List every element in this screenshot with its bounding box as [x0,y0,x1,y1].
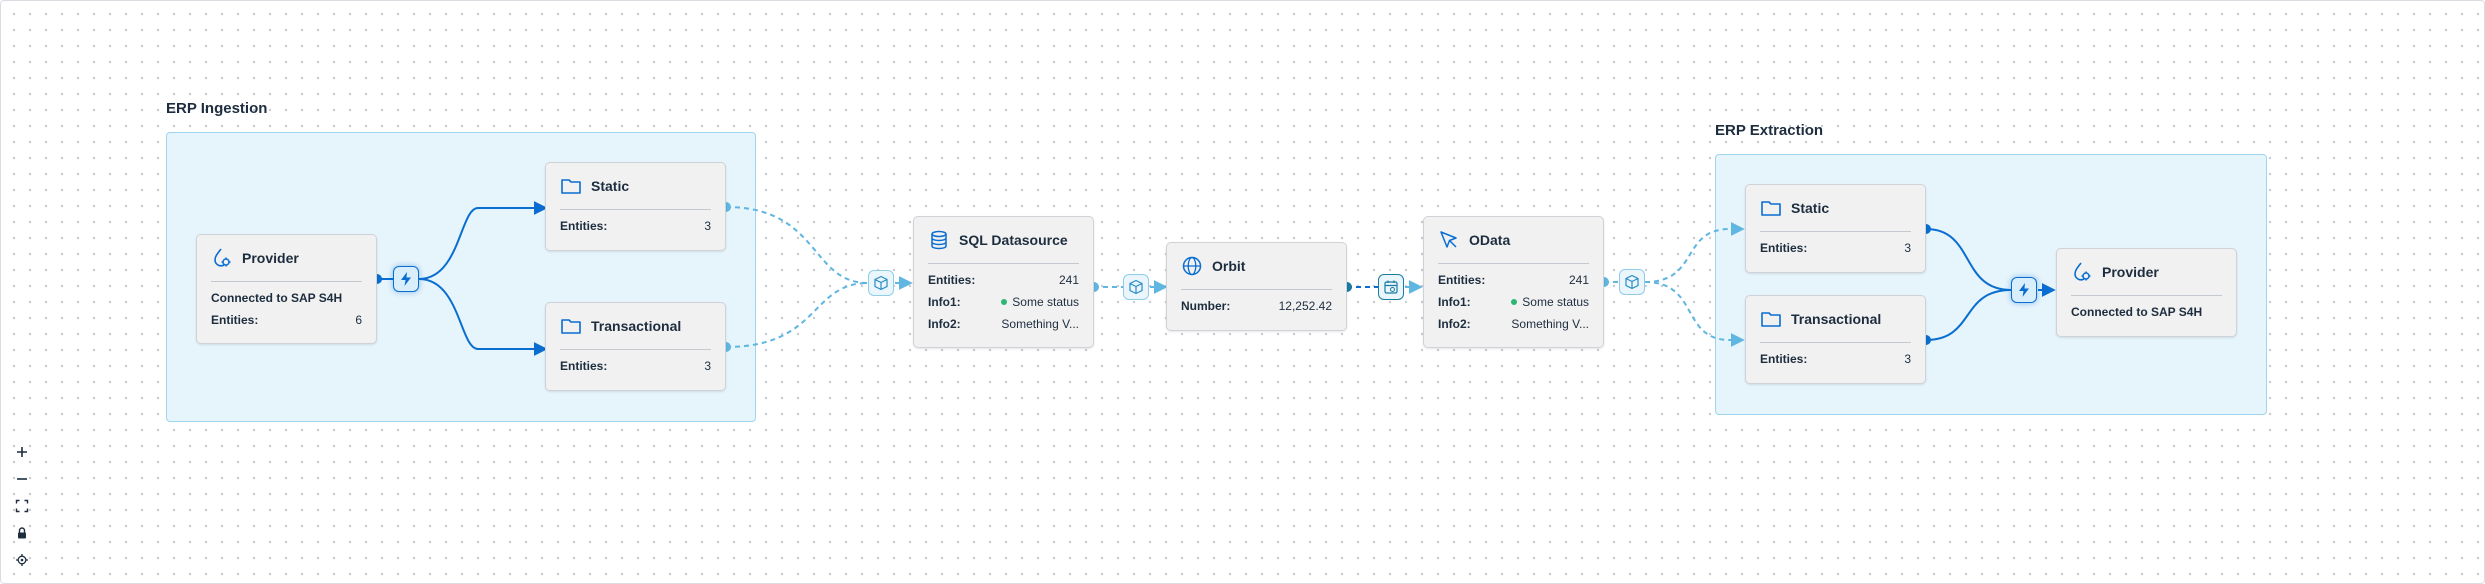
entities-value: 3 [1904,352,1911,366]
entities-value: 241 [1568,273,1589,287]
node-provider-extraction[interactable]: Provider Connected to SAP S4H [2056,248,2237,337]
edge-calendar-icon[interactable] [1378,274,1404,300]
folder-icon [561,319,581,334]
node-title: Transactional [1791,311,1882,327]
zoom-out-button[interactable] [12,465,32,492]
info1-status: Some status [1001,291,1079,313]
entities-label: Entities: [1760,241,1808,255]
cursor-icon [1440,231,1457,248]
node-transactional-ingestion[interactable]: Transactional Entities: 3 [545,302,726,391]
info2-label: Info2: [1438,317,1471,331]
plus-icon [17,446,27,457]
edge-static-to-sql [725,206,869,284]
folder-icon [1761,201,1781,216]
node-static-ingestion[interactable]: Static Entities: 3 [545,162,726,251]
node-title: Provider [242,250,299,266]
group-title-erp-ingestion: ERP Ingestion [166,100,268,117]
info1-status: Some status [1511,291,1589,313]
info1-label: Info1: [1438,295,1471,309]
group-title-erp-extraction: ERP Extraction [1715,122,1824,139]
entities-value: 3 [1904,241,1911,255]
minus-icon [17,477,27,480]
node-title: Orbit [1212,258,1246,274]
globe-icon [1182,256,1202,276]
node-title: Transactional [591,318,682,334]
fit-view-icon [15,499,29,512]
edge-bolt-icon-ingestion[interactable] [393,266,419,292]
entities-value: 6 [355,313,362,327]
edge-cube-icon-sql[interactable] [868,270,894,296]
edge-bolt-icon-extraction[interactable] [2011,277,2037,303]
canvas-controls [12,438,32,573]
info2-value: Something V... [1511,317,1589,331]
edge-to-static-out [1644,222,1745,283]
node-odata[interactable]: OData Entities: 241 Info1: Some status Inf… [1423,216,1604,348]
lock-icon [18,526,26,538]
node-title: Static [1791,200,1830,216]
connection-text: Connected to SAP S4H [211,291,343,305]
folder-icon [561,179,581,194]
entities-label: Entities: [1438,273,1486,287]
edge-cube-icon-orbit[interactable] [1123,274,1149,300]
node-title: Static [591,178,630,194]
drop-gear-icon [214,248,231,267]
edge-transactional-to-sql [725,282,869,348]
zoom-in-button[interactable] [12,438,32,465]
node-title: OData [1469,232,1511,248]
fit-view-button[interactable] [12,492,32,519]
node-orbit[interactable]: Orbit Number: 12,252.42 [1166,242,1347,331]
node-static-extraction[interactable]: Static Entities: 3 [1745,184,1926,273]
node-sql-datasource[interactable]: SQL Datasource Entities: 241 Info1: Some s… [913,216,1094,348]
entities-label: Entities: [1760,352,1808,366]
edge-transactional-out-to-merge [1925,289,2012,341]
lock-button[interactable] [12,519,32,546]
edge-static-out-to-merge [1925,228,2012,291]
entities-value: 3 [704,359,711,373]
number-label: Number: [1181,299,1231,313]
drop-gear-icon [2074,262,2091,281]
info1-label: Info1: [928,295,961,309]
number-value: 12,252.42 [1278,299,1332,313]
entities-label: Entities: [928,273,976,287]
edge-cube-icon-odata[interactable] [1619,269,1645,295]
node-provider-ingestion[interactable]: Provider Connected to SAP S4H Entities: 6 [196,234,377,344]
node-title: Provider [2102,264,2159,280]
locate-icon [16,553,28,566]
entities-label: Entities: [211,313,259,327]
folder-icon [1761,312,1781,327]
entities-value: 3 [704,219,711,233]
edge-to-transactional-in [418,278,548,356]
edge-to-static-in [418,201,548,280]
locate-button[interactable] [12,546,32,573]
edge-to-transactional-out [1644,281,1745,347]
node-transactional-extraction[interactable]: Transactional Entities: 3 [1745,295,1926,384]
entities-value: 241 [1058,273,1079,287]
info2-label: Info2: [928,317,961,331]
entities-label: Entities: [560,219,608,233]
info2-value: Something V... [1001,317,1079,331]
database-icon [931,230,947,250]
connection-text: Connected to SAP S4H [2071,305,2203,319]
node-title: SQL Datasource [959,232,1068,248]
entities-label: Entities: [560,359,608,373]
